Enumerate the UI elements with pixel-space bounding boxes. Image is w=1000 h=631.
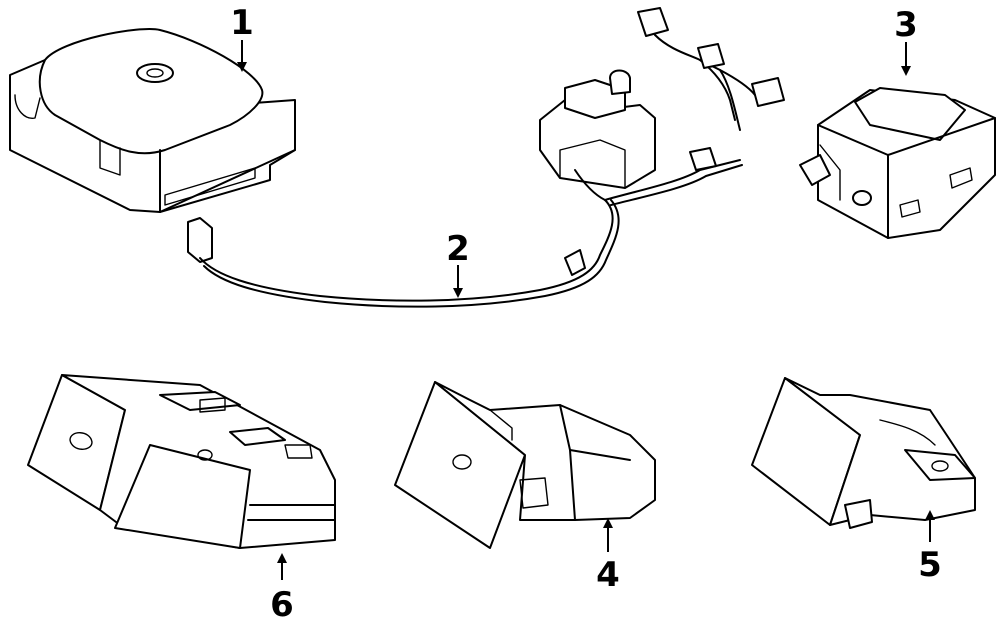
- callout-5-label: 5: [918, 545, 942, 585]
- callout-4-label: 4: [596, 555, 620, 595]
- callout-6-label: 6: [270, 585, 294, 625]
- part-3-control-module[interactable]: [799, 87, 996, 239]
- part-1-module[interactable]: [9, 28, 296, 213]
- part-5-switch[interactable]: [751, 377, 976, 529]
- part-4-switch[interactable]: [394, 381, 656, 549]
- callout-3-label: 3: [894, 5, 918, 45]
- part-2-wire-harness[interactable]: [187, 7, 785, 308]
- callout-2-label: 2: [446, 229, 470, 269]
- callout-1-label: 1: [230, 3, 254, 43]
- part-6-switch-assembly[interactable]: [27, 374, 336, 549]
